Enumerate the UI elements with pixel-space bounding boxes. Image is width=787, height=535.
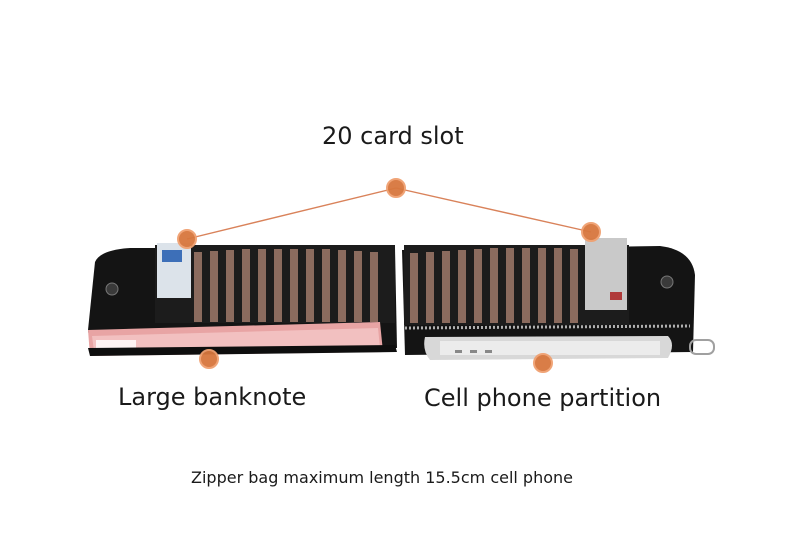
zipper-pull	[689, 339, 715, 355]
annotation-lines	[186, 187, 592, 240]
cell-phone-partition-label: Cell phone partition	[424, 384, 662, 412]
marker-right-slot	[581, 222, 601, 242]
marker-phone	[533, 353, 553, 373]
line-to-right-slot	[395, 187, 592, 233]
wallet-left-half	[88, 243, 397, 356]
annotation-markers	[177, 178, 601, 373]
snap-button-left	[105, 282, 119, 296]
large-banknote-label: Large banknote	[118, 383, 307, 411]
card-slots-left	[194, 249, 378, 322]
marker-top	[386, 178, 406, 198]
wallet-right-half	[402, 238, 715, 360]
card-slots-right	[410, 248, 578, 323]
marker-banknote	[199, 349, 219, 369]
line-to-left-slot	[186, 187, 397, 240]
title-label: 20 card slot	[322, 122, 464, 150]
marker-left-slot	[177, 229, 197, 249]
snap-button-right	[660, 275, 674, 289]
zipper	[404, 324, 691, 330]
zipper-bag-note: Zipper bag maximum length 15.5cm cell ph…	[191, 468, 573, 487]
